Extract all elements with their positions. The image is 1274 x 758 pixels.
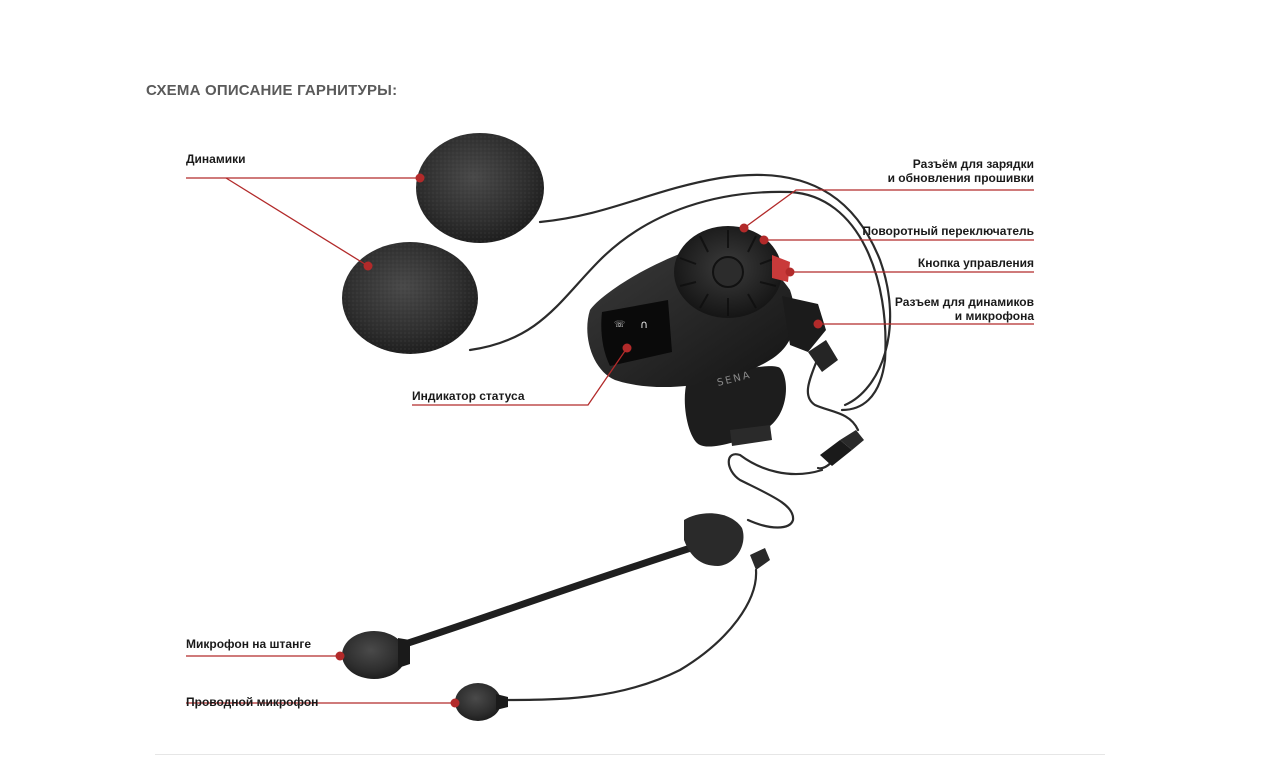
label-status-indicator: Индикатор статуса (412, 389, 525, 403)
label-jog-dial: Поворотный переключатель (862, 224, 1034, 238)
leader-lines (186, 173, 1034, 708)
svg-text:☏: ☏ (614, 320, 625, 330)
label-speaker-mic-port-line2: и микрофона (955, 309, 1035, 323)
wired-mic (455, 683, 508, 721)
label-charging-port-line1: Разъём для зарядки (913, 157, 1034, 171)
svg-text:∩: ∩ (640, 318, 648, 331)
inline-connector (820, 430, 864, 466)
label-charging-port-line2: и обновления прошивки (888, 171, 1034, 185)
page-title: СХЕМА ОПИСАНИЕ ГАРНИТУРЫ: (146, 82, 398, 99)
label-boom-mic: Микрофон на штанге (186, 637, 311, 651)
label-wired-mic: Проводной микрофон (186, 695, 318, 709)
label-speakers: Динамики (186, 152, 245, 166)
main-unit: ☏ ∩ SENA (587, 226, 838, 447)
speaker-bottom (342, 242, 478, 354)
control-button (772, 255, 790, 282)
speaker-top (416, 133, 544, 243)
label-control-button: Кнопка управления (918, 256, 1034, 270)
label-speaker-mic-port-line1: Разъем для динамиков (895, 295, 1034, 309)
boom-mic (342, 513, 770, 679)
bottom-divider (155, 754, 1105, 755)
